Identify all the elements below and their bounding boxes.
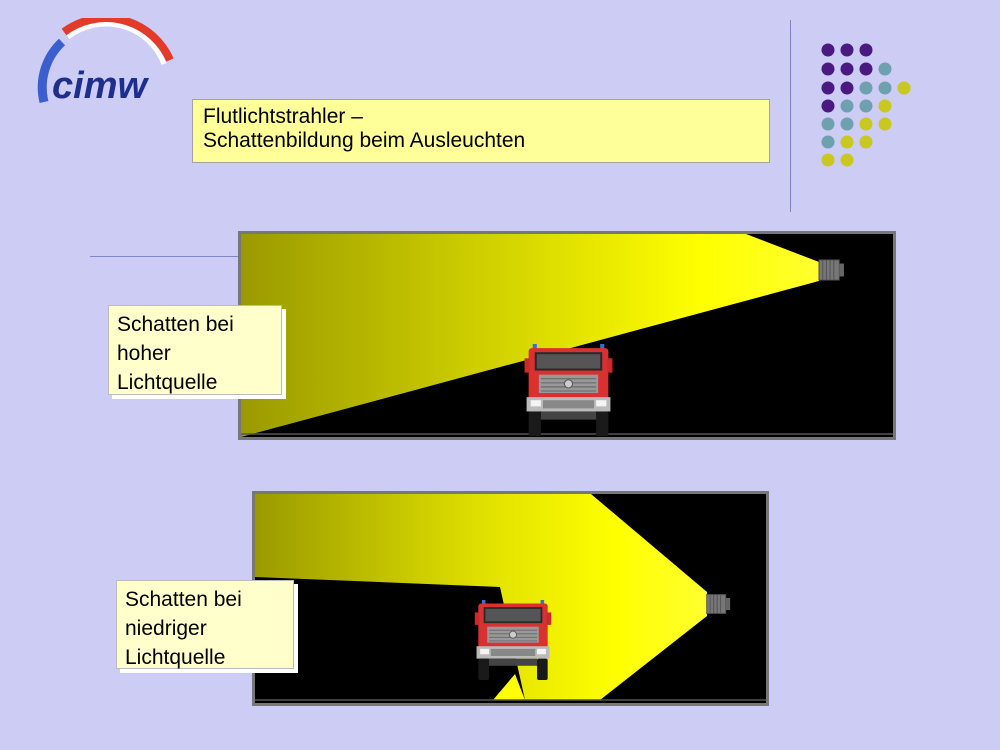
caption-high-line-3: Lichtquelle xyxy=(117,371,218,394)
caption-low-line-1: Schatten bei xyxy=(125,588,242,611)
vertical-divider xyxy=(790,20,791,212)
caption-low-line-3: Lichtquelle xyxy=(125,646,226,669)
caption-high-line-1: Schatten bei xyxy=(117,313,234,336)
decorative-dot-grid xyxy=(818,40,918,170)
title-line-1: Flutlichtstrahler – xyxy=(203,105,363,128)
caption-high-light: Schatten bei hoher Lichtquelle xyxy=(108,305,282,395)
horizontal-divider xyxy=(90,256,242,257)
scene-high-light xyxy=(238,231,896,440)
cimw-logo: cimw xyxy=(30,14,180,110)
slide-title: Flutlichtstrahler – Schattenbildung beim… xyxy=(192,99,770,163)
title-line-2: Schattenbildung beim Ausleuchten xyxy=(203,129,526,152)
logo-text: cimw xyxy=(52,65,149,107)
caption-high-line-2: hoher xyxy=(117,342,171,365)
light-beam xyxy=(241,234,819,437)
scene-low-light xyxy=(252,491,769,706)
caption-low-light: Schatten bei niedriger Lichtquelle xyxy=(116,580,294,669)
caption-low-line-2: niedriger xyxy=(125,617,207,640)
light-beam xyxy=(255,494,707,700)
